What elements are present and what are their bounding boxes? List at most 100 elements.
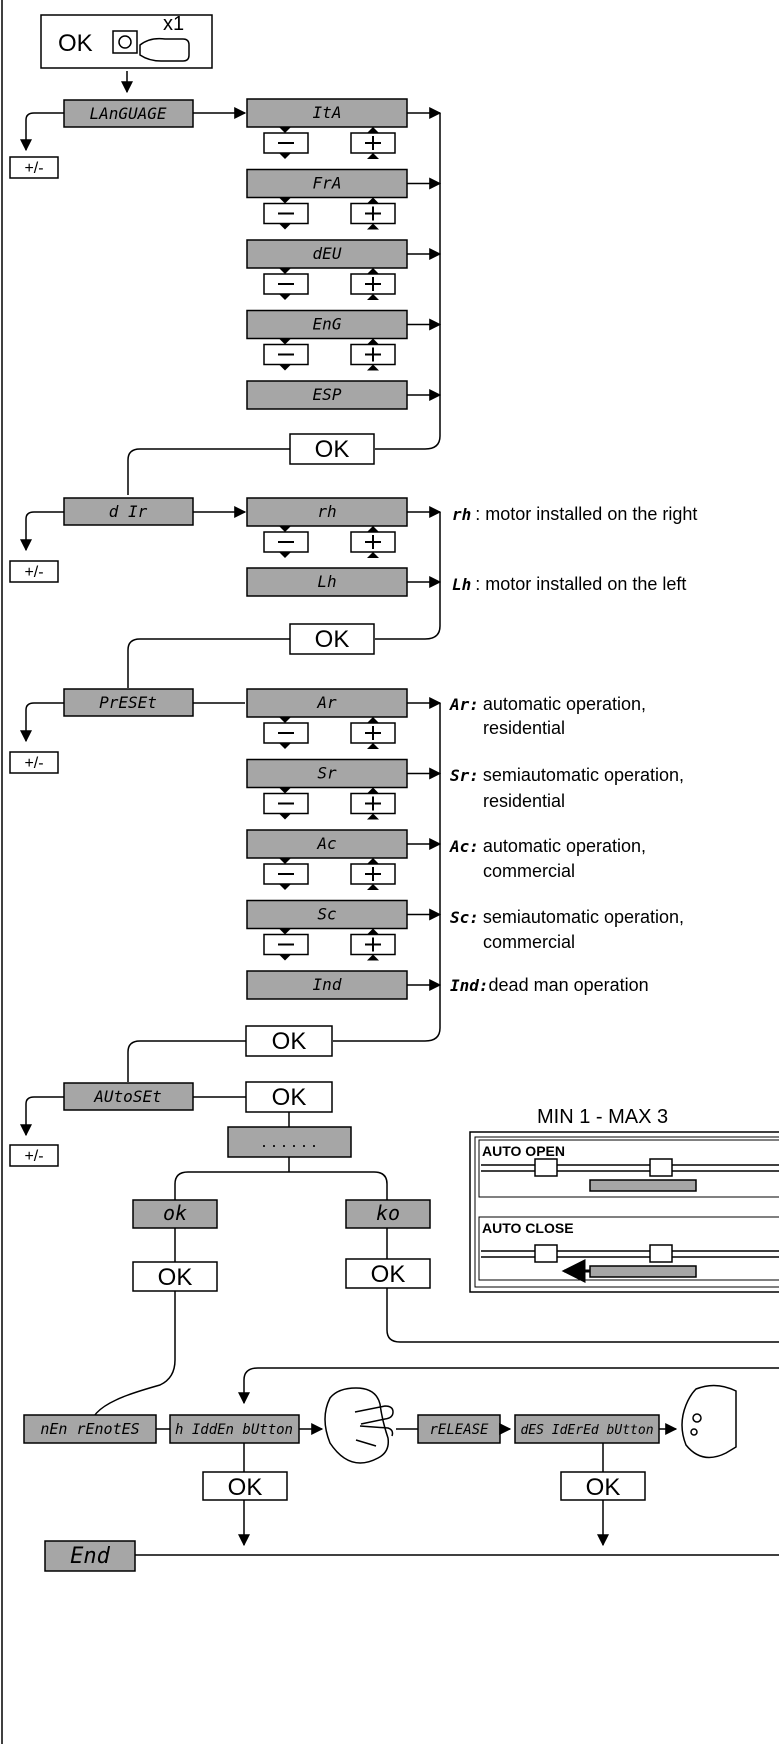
auto-open-knob [534, 1158, 558, 1177]
language-option-label: EnG [313, 315, 342, 334]
minus-arrow-icon[interactable] [263, 338, 309, 371]
minus-arrow-icon[interactable] [263, 928, 309, 961]
dir-option-0[interactable]: rh [246, 497, 442, 527]
minus-arrow-icon[interactable] [263, 526, 309, 558]
dir-ok: OK [127, 512, 441, 688]
language-option-4[interactable]: ESP [246, 380, 442, 410]
language-menu: LAnGUAGE +/- [9, 99, 247, 179]
dir-menu-label: d Ir [109, 502, 148, 521]
autoset-plusminus-button[interactable] [9, 1144, 59, 1167]
language-ok-label: OK [315, 436, 350, 463]
language-option-label: FrA [313, 174, 342, 193]
autoset-panel: MIN 1 - MAX 3 AUTO OPEN AUTO CLOSE [469, 1106, 779, 1293]
preset-option-box[interactable] [246, 688, 408, 718]
minus-arrow-icon[interactable] [263, 787, 309, 820]
ok-to-remotes-line [89, 1291, 176, 1429]
preset-desc-sr: Sr:semiautomatic operation, [450, 765, 684, 785]
plus-arrow-icon[interactable] [350, 197, 396, 230]
plus-arrow-icon[interactable] [350, 928, 396, 961]
minus-arrow-icon[interactable] [263, 717, 309, 749]
dir-desc-rh: rh: motor installed on the right [452, 504, 697, 524]
autoset-plusminus-label: +/- [24, 1148, 43, 1165]
autoset-ok-button[interactable] [245, 1081, 333, 1113]
remotes-ok-button-1[interactable] [202, 1471, 288, 1501]
plus-arrow-icon[interactable] [350, 338, 396, 371]
language-option-label: ESP [313, 385, 342, 404]
autoset-progress-label: . . . . . . [261, 1131, 316, 1151]
plus-arrow-icon[interactable] [350, 717, 396, 749]
start-ok-label: OK [58, 30, 93, 57]
dir-ok-label: OK [315, 626, 350, 653]
preset-option-box[interactable] [246, 899, 408, 930]
autoset-result-ko-button-label: OK [371, 1261, 406, 1288]
dir-option-box[interactable] [246, 567, 408, 597]
desired-button-box[interactable] [514, 1414, 660, 1444]
memo-remotes-label: nEn rEnotES [40, 1420, 139, 1438]
dir-plusminus-button[interactable] [9, 560, 59, 583]
minus-arrow-icon[interactable] [263, 127, 309, 159]
preset-option-label: Ar [316, 693, 337, 712]
autoset-progress-box [227, 1126, 352, 1158]
autoset-result-ok-button-label: OK [158, 1264, 193, 1291]
language-ok-button[interactable] [289, 433, 375, 465]
language-option-1[interactable]: FrA [246, 168, 442, 199]
dir-desc-lh: Lh: motor installed on the left [452, 574, 686, 594]
plus-arrow-icon[interactable] [350, 787, 396, 820]
dir-descriptions: rh: motor installed on the right Lh: mot… [452, 504, 697, 594]
preset-option-4[interactable]: Ind [246, 970, 442, 1000]
language-option-box[interactable] [246, 168, 408, 199]
auto-open-bar [589, 1179, 697, 1192]
preset-option-box[interactable] [246, 758, 408, 789]
preset-ok-button[interactable] [245, 1025, 333, 1057]
preset-option-3[interactable]: Sc [246, 899, 442, 930]
autoset-menu-label: AUtoSEt [93, 1087, 161, 1106]
dir-option-1[interactable]: Lh [246, 567, 442, 597]
language-options: ItA FrA dEU EnG ESP [246, 98, 442, 410]
language-option-0[interactable]: ItA [246, 98, 442, 128]
remotes-row: nEn rEnotES h IddEn bUtton rELEASE dES I… [23, 1367, 779, 1572]
preset-option-label: Sr [317, 764, 337, 783]
preset-option-2[interactable]: Ac [246, 829, 442, 859]
preset-menu-label: PrESEt [99, 693, 157, 712]
autoset-ok-label: OK [272, 1084, 307, 1111]
remotes-ok-button-2[interactable] [560, 1471, 646, 1501]
minus-arrow-icon[interactable] [263, 197, 309, 230]
language-to-dir-line [127, 448, 290, 495]
preset-option-0[interactable]: Ar [246, 688, 442, 718]
preset-option-label: Sc [317, 905, 336, 924]
language-back-arrow [20, 112, 64, 152]
plus-arrow-icon[interactable] [350, 268, 396, 300]
language-option-label: ItA [313, 103, 342, 122]
language-plusminus-button[interactable] [9, 156, 59, 179]
language-option-2[interactable]: dEU [246, 239, 442, 269]
dir-merge-line [375, 512, 441, 640]
preset-desc-sc: Sc:semiautomatic operation, [450, 907, 684, 927]
auto-open-knob-end [649, 1158, 673, 1177]
minus-arrow-icon[interactable] [263, 268, 309, 300]
language-merge-line [375, 113, 441, 450]
dir-option-label: Lh [317, 572, 336, 591]
plus-arrow-icon[interactable] [350, 858, 396, 890]
auto-close-item [478, 1216, 779, 1281]
preset-plusminus-button[interactable] [9, 751, 59, 774]
press-count-label: x1 [163, 13, 184, 35]
plus-arrow-icon[interactable] [350, 526, 396, 558]
autoset-result-ok-button[interactable] [132, 1261, 218, 1292]
plus-arrow-icon[interactable] [350, 127, 396, 159]
autoset-menu: AUtoSEt +/- OK . . . . . . ok ko OK OK [9, 1081, 779, 1429]
minus-arrow-icon[interactable] [263, 858, 309, 890]
autoset-menu-box[interactable] [63, 1082, 194, 1111]
autoset-result-ok-label: ok [163, 1201, 187, 1225]
language-menu-label: LAnGUAGE [89, 104, 166, 123]
autoset-result-ko-button[interactable] [345, 1258, 431, 1289]
auto-open-label: AUTO OPEN [482, 1143, 565, 1159]
preset-menu-box[interactable] [63, 688, 194, 717]
preset-option-1[interactable]: Sr [246, 758, 442, 789]
dir-option-box[interactable] [246, 497, 408, 527]
language-option-3[interactable]: EnG [246, 309, 442, 340]
hidden-button-box[interactable] [169, 1414, 300, 1444]
ko-return-line [386, 1288, 779, 1343]
memo-remotes-box [23, 1414, 157, 1444]
